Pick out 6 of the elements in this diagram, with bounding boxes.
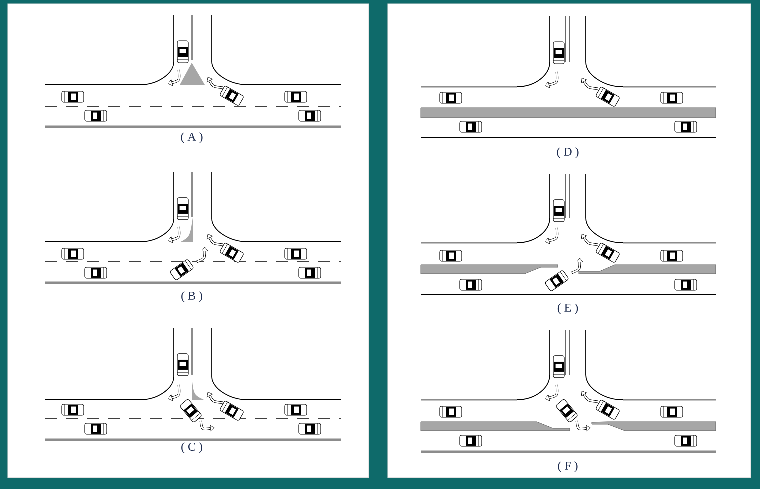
panel-label: ( B ) [182, 292, 202, 302]
panel-label: ( D ) [557, 148, 579, 158]
panel-label: ( C ) [182, 442, 202, 454]
panel-label: ( F ) [558, 462, 578, 472]
panel-label: ( E ) [558, 304, 578, 314]
panel-label: ( A ) [181, 132, 203, 144]
